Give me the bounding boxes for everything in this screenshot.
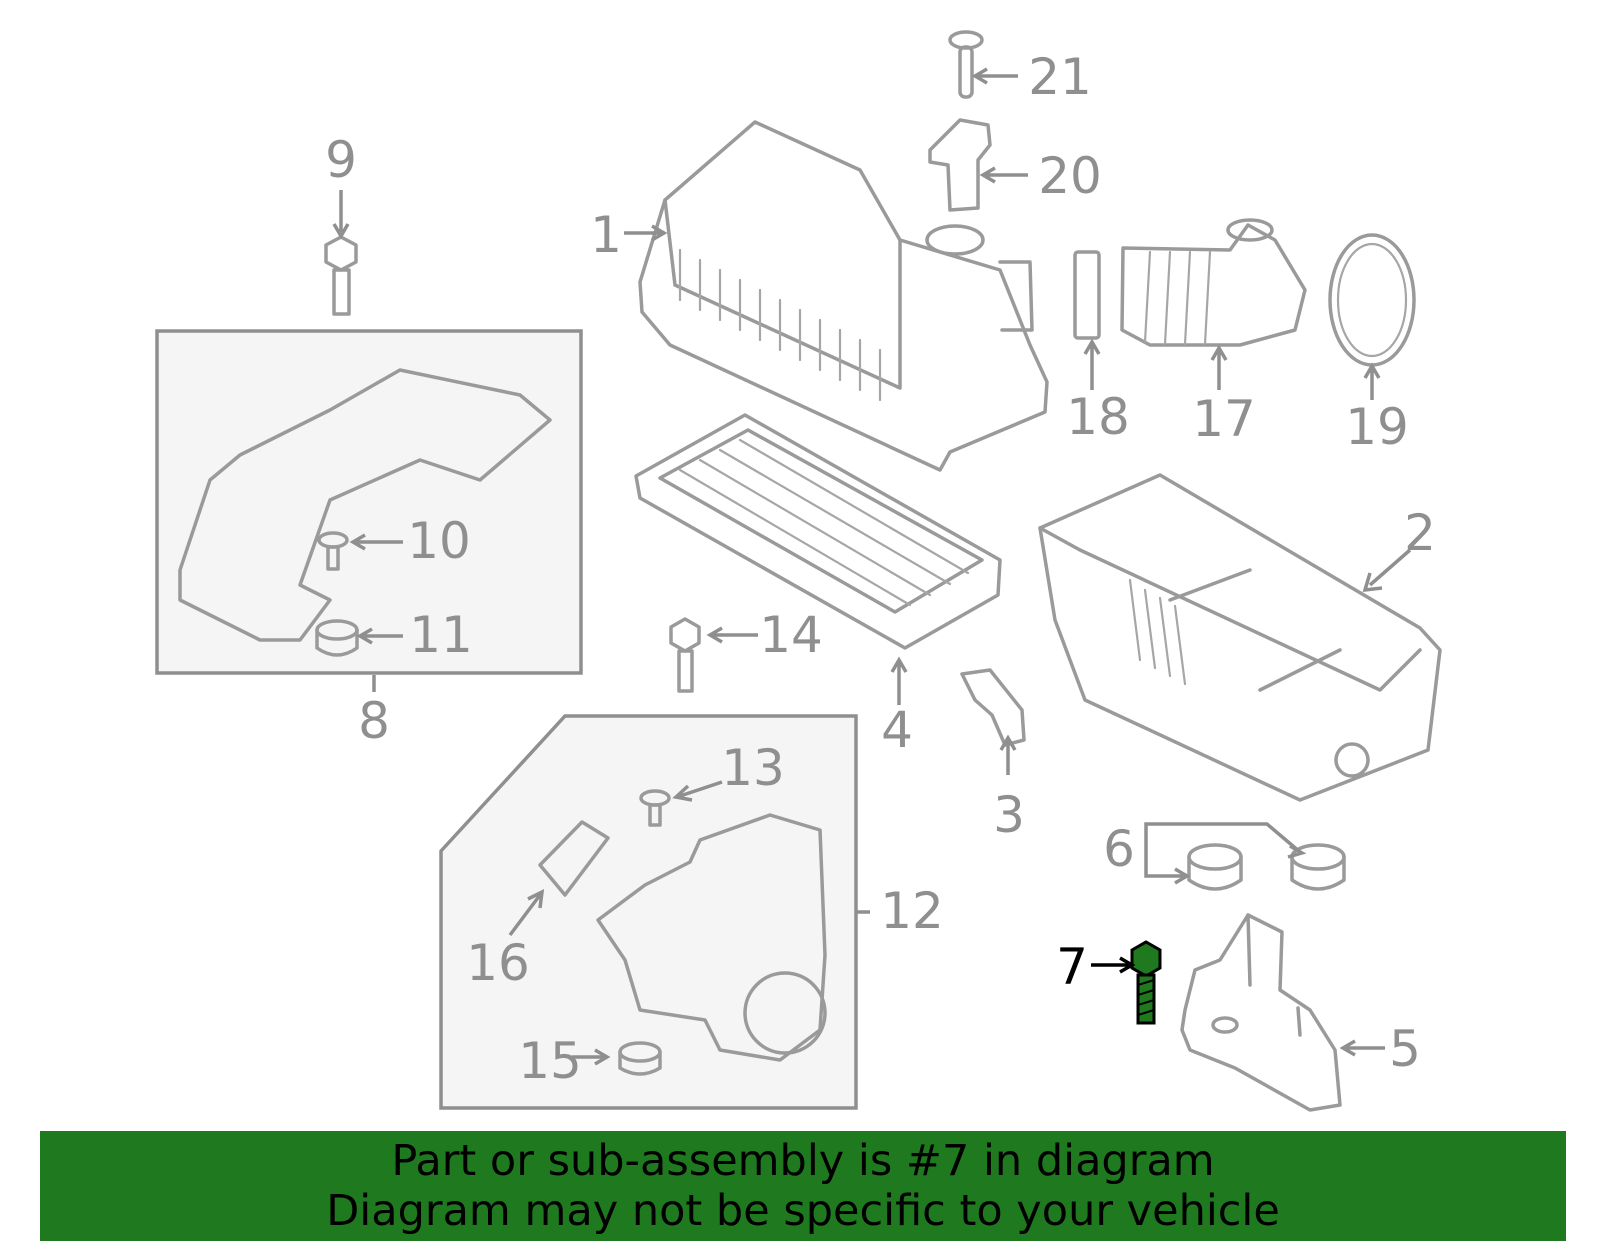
callout-14: 14	[759, 606, 823, 664]
callout-3: 3	[993, 786, 1025, 844]
callout-19: 19	[1345, 398, 1409, 456]
part-clamp-19	[1328, 233, 1416, 367]
part-screw-21	[948, 30, 984, 99]
callout-12: 12	[880, 882, 944, 940]
callout-5: 5	[1389, 1020, 1421, 1078]
callout-4: 4	[881, 701, 913, 759]
part-air-cleaner-cover	[638, 120, 1049, 472]
callout-17: 17	[1192, 390, 1256, 448]
part-seal-16	[538, 820, 610, 897]
part-pin-13	[639, 789, 671, 827]
banner-line-2: Diagram may not be specific to your vehi…	[326, 1186, 1280, 1236]
callout-10: 10	[407, 512, 471, 570]
callout-6: 6	[1103, 820, 1135, 878]
callout-20: 20	[1038, 147, 1102, 205]
part-bolt-14	[669, 617, 701, 693]
part-pin-10	[317, 531, 349, 571]
part-air-cleaner-box	[1038, 473, 1442, 802]
part-intake-hose	[1120, 218, 1307, 347]
callout-9: 9	[325, 131, 357, 189]
part-connector-18	[1073, 250, 1101, 340]
callout-7: 7	[1056, 938, 1088, 996]
part-sensor-20	[928, 118, 992, 212]
part-sensor-housing	[596, 813, 827, 1062]
callout-13: 13	[721, 739, 785, 797]
leader-lines	[332, 67, 1412, 1066]
callout-2: 2	[1404, 504, 1436, 562]
callout-15: 15	[518, 1032, 582, 1090]
callout-1: 1	[590, 206, 622, 264]
subassembly-box-12	[439, 714, 858, 1110]
callout-8: 8	[358, 692, 390, 750]
part-grommet-15	[618, 1041, 662, 1076]
part-clip	[960, 668, 1026, 747]
callout-21: 21	[1028, 48, 1092, 106]
part-air-filter	[634, 413, 1002, 650]
info-banner: Part or sub-assembly is #7 in diagram Di…	[40, 1131, 1566, 1241]
part-grommets	[1187, 843, 1346, 891]
part-sensor-port	[743, 971, 827, 1055]
part-clamp-19-inner	[1336, 242, 1408, 358]
callout-16: 16	[466, 934, 530, 992]
callout-11: 11	[409, 606, 473, 664]
part-bolt-9	[324, 235, 358, 316]
part-bolt-highlighted	[1130, 940, 1162, 1025]
callout-18: 18	[1066, 388, 1130, 446]
part-grommet-11	[315, 619, 359, 657]
part-bracket	[1180, 913, 1342, 1112]
part-air-duct	[178, 368, 552, 642]
banner-line-1: Part or sub-assembly is #7 in diagram	[391, 1136, 1215, 1186]
